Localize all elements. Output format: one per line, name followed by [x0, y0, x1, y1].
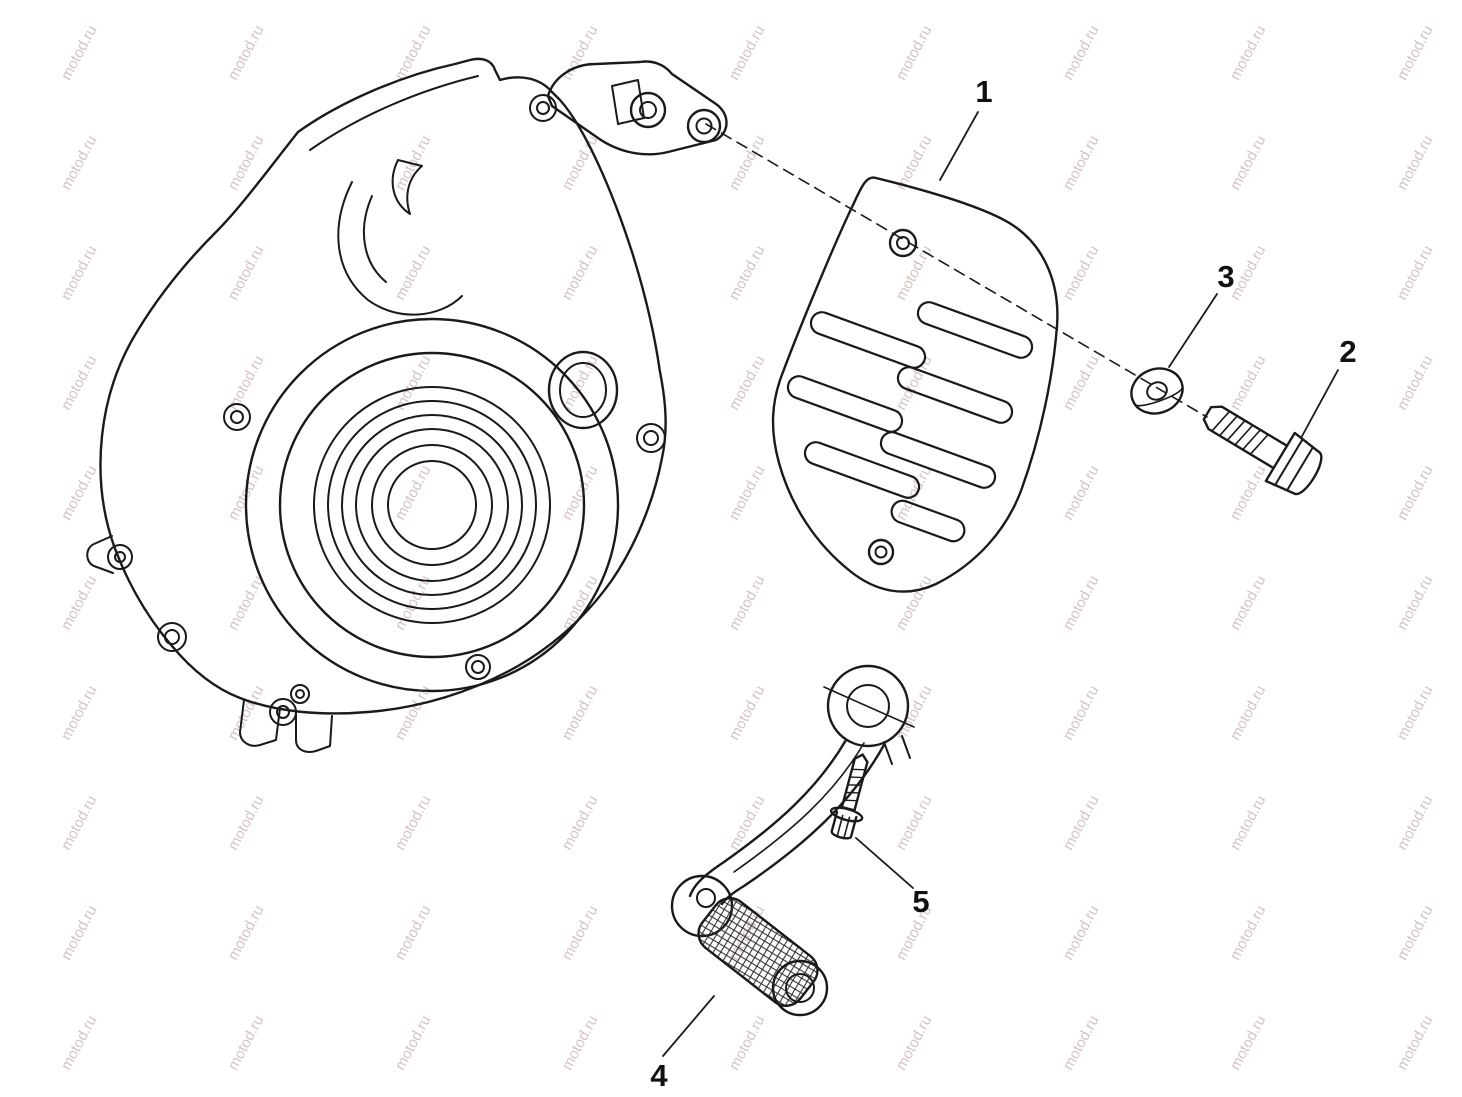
- shift-lever: [670, 664, 915, 1017]
- mounting-bracket: [546, 60, 728, 156]
- callout-label-1: 1: [975, 74, 992, 109]
- callouts: 1 2 3 4 5: [650, 74, 1356, 1093]
- callout-label-4: 4: [650, 1058, 668, 1093]
- toe-peg-end-cap: [771, 959, 829, 1017]
- leader-line-5: [855, 837, 914, 889]
- crankcase-outline: [99, 57, 667, 715]
- diagram-art: [86, 57, 1339, 1057]
- washer: [1130, 367, 1184, 415]
- leader-line-1: [939, 111, 979, 181]
- callout-label-3: 3: [1217, 259, 1234, 294]
- casting-notch: [391, 159, 423, 215]
- flange-bolt: [829, 753, 869, 840]
- assembly-axis-dashed-line: [705, 123, 1208, 418]
- callout-label-2: 2: [1339, 334, 1356, 369]
- crankcase-cover: [86, 57, 728, 753]
- sprocket-cover-plate: [771, 176, 1059, 593]
- leader-lines: [662, 111, 1339, 1057]
- hex-bolt: [1202, 405, 1323, 496]
- leader-line-4: [662, 995, 715, 1057]
- plate-outline: [771, 176, 1059, 593]
- vent-slots: [786, 301, 1034, 543]
- toe-peg-knurl: [697, 897, 819, 1007]
- leader-line-2: [1300, 369, 1339, 439]
- leader-line-3: [1168, 293, 1218, 368]
- lever-clamp-boss: [826, 664, 910, 748]
- bolt-bosses: [107, 94, 666, 726]
- callout-label-5: 5: [912, 884, 929, 919]
